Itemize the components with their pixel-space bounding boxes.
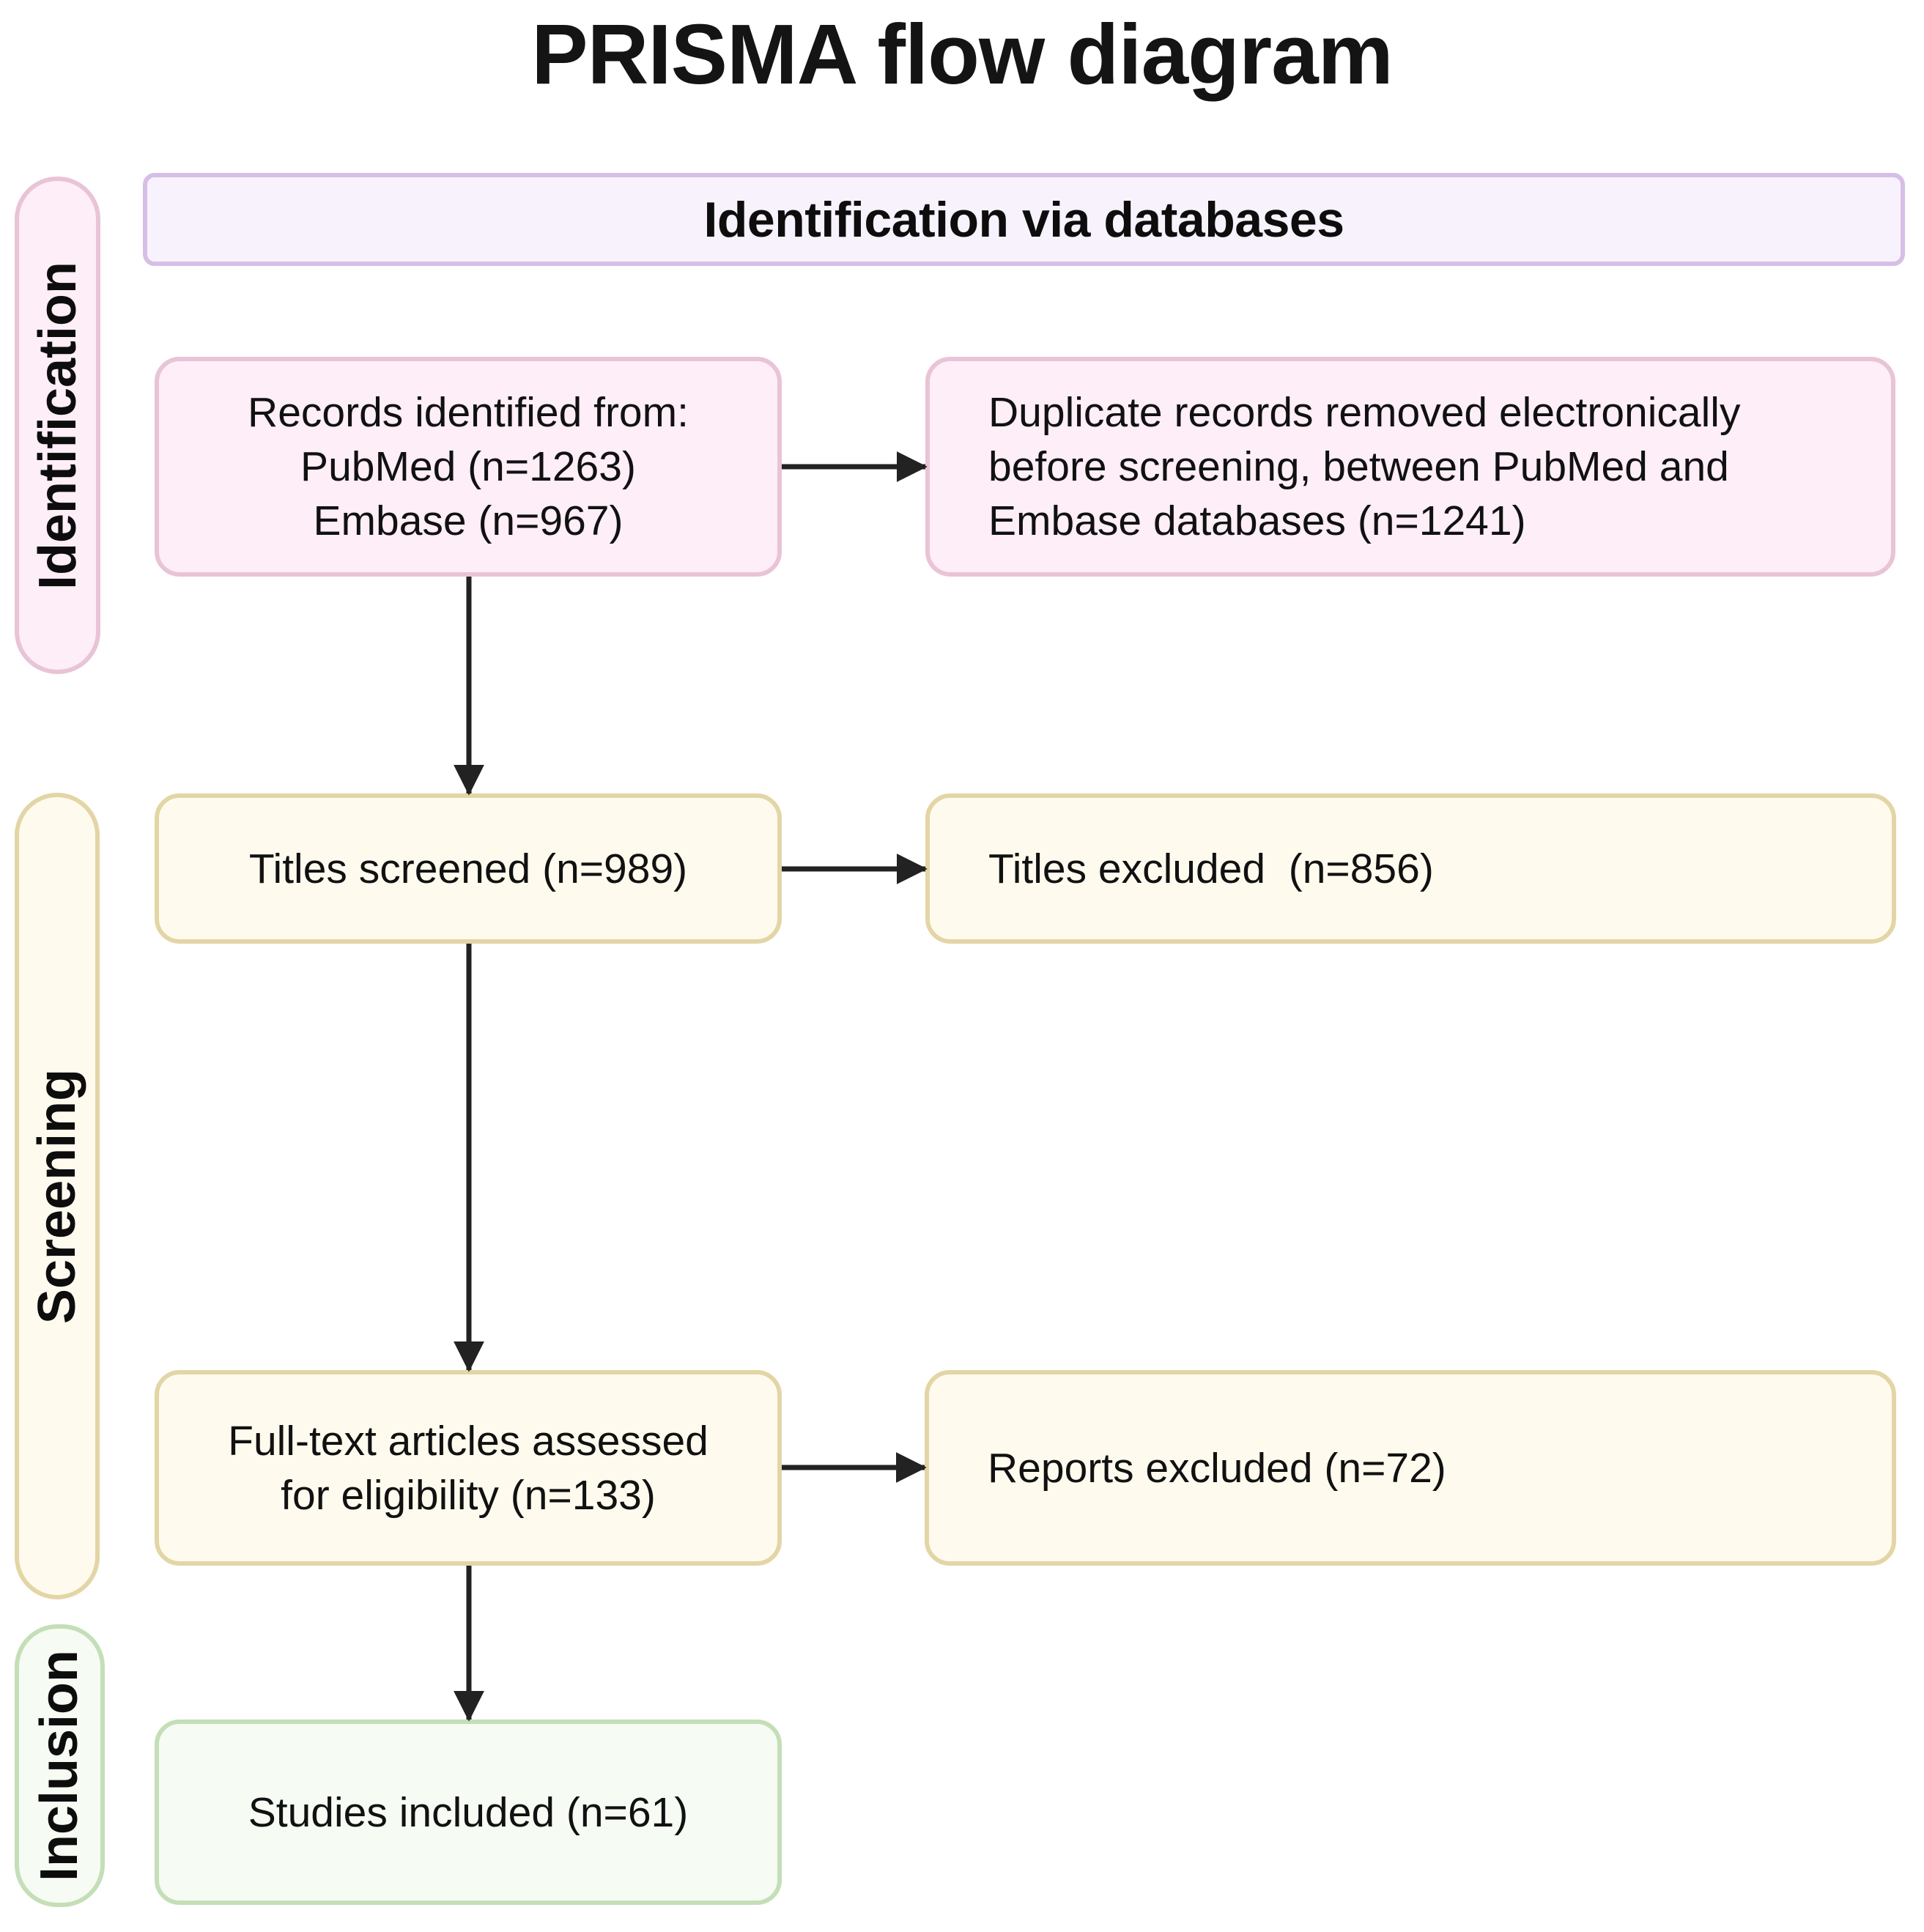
phase-screening: Screening [15,793,100,1599]
duplicates-removed-text: Duplicate records removed electronically… [988,389,1741,544]
box-fulltext-assessed: Full-text articles assessed for eligibil… [155,1370,782,1566]
box-studies-included: Studies included (n=61) [155,1720,782,1905]
fulltext-assessed-text: Full-text articles assessed for eligibil… [228,1417,708,1519]
phase-identification: Identification [15,177,100,674]
studies-included-text: Studies included (n=61) [248,1788,689,1836]
phase-inclusion: Inclusion [15,1624,105,1907]
titles-screened-text: Titles screened (n=989) [248,845,688,892]
box-titles-screened: Titles screened (n=989) [155,793,782,944]
reports-excluded-text: Reports excluded (n=72) [988,1444,1446,1492]
identification-header: Identification via databases [143,173,1905,266]
diagram-title: PRISMA flow diagram [531,7,1394,102]
identification-header-label: Identification via databases [703,191,1344,248]
box-titles-excluded: Titles excluded (n=856) [925,793,1896,944]
box-duplicates-removed: Duplicate records removed electronically… [925,357,1895,577]
titles-excluded-text: Titles excluded (n=856) [988,845,1434,892]
box-reports-excluded: Reports excluded (n=72) [925,1370,1896,1566]
box-records-identified: Records identified from: PubMed (n=1263)… [155,357,782,577]
records-identified-text: Records identified from: PubMed (n=1263)… [248,389,689,544]
